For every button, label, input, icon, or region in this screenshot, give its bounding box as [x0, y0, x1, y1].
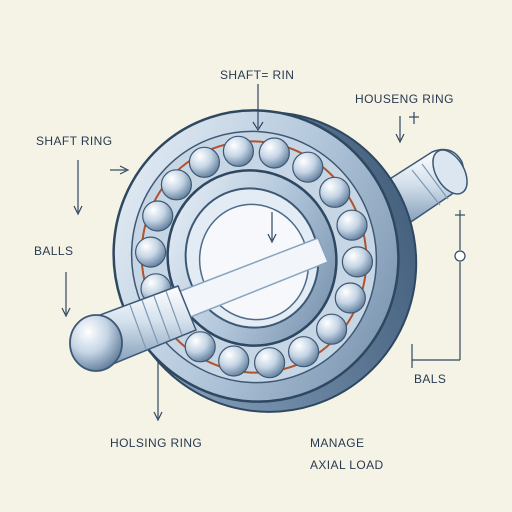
ball: [184, 331, 216, 363]
ball: [188, 146, 220, 178]
ball-set: [135, 135, 373, 379]
ball: [334, 282, 366, 314]
ball: [292, 151, 324, 183]
label-housing-ring-top: HOUSENG RING: [355, 92, 454, 106]
label-shaft-ring: SHAFT RING: [36, 134, 113, 148]
ball: [288, 336, 320, 368]
ball: [218, 345, 250, 377]
leader-lines: [61, 84, 465, 422]
ball: [341, 246, 373, 278]
ball: [222, 135, 254, 167]
label-balls-left: BALLS: [34, 244, 74, 258]
label-manage: MANAGE: [310, 436, 365, 450]
ball: [258, 137, 290, 169]
callout-marker: [454, 250, 466, 262]
label-housing-ring-bottom: HOLSING RING: [110, 436, 203, 450]
label-axial-load: AXIAL LOAD: [310, 458, 384, 472]
ball: [316, 313, 348, 345]
ball: [135, 236, 167, 268]
ball: [336, 209, 368, 241]
shaft-end-cap: [69, 314, 123, 372]
label-shaft-rin: SHAFT= RIN: [220, 68, 295, 82]
shaft: [69, 237, 329, 372]
label-bals-right: BALS: [414, 372, 447, 386]
ball: [254, 347, 286, 379]
ball: [319, 176, 351, 208]
ball: [142, 200, 174, 232]
ball: [160, 169, 192, 201]
